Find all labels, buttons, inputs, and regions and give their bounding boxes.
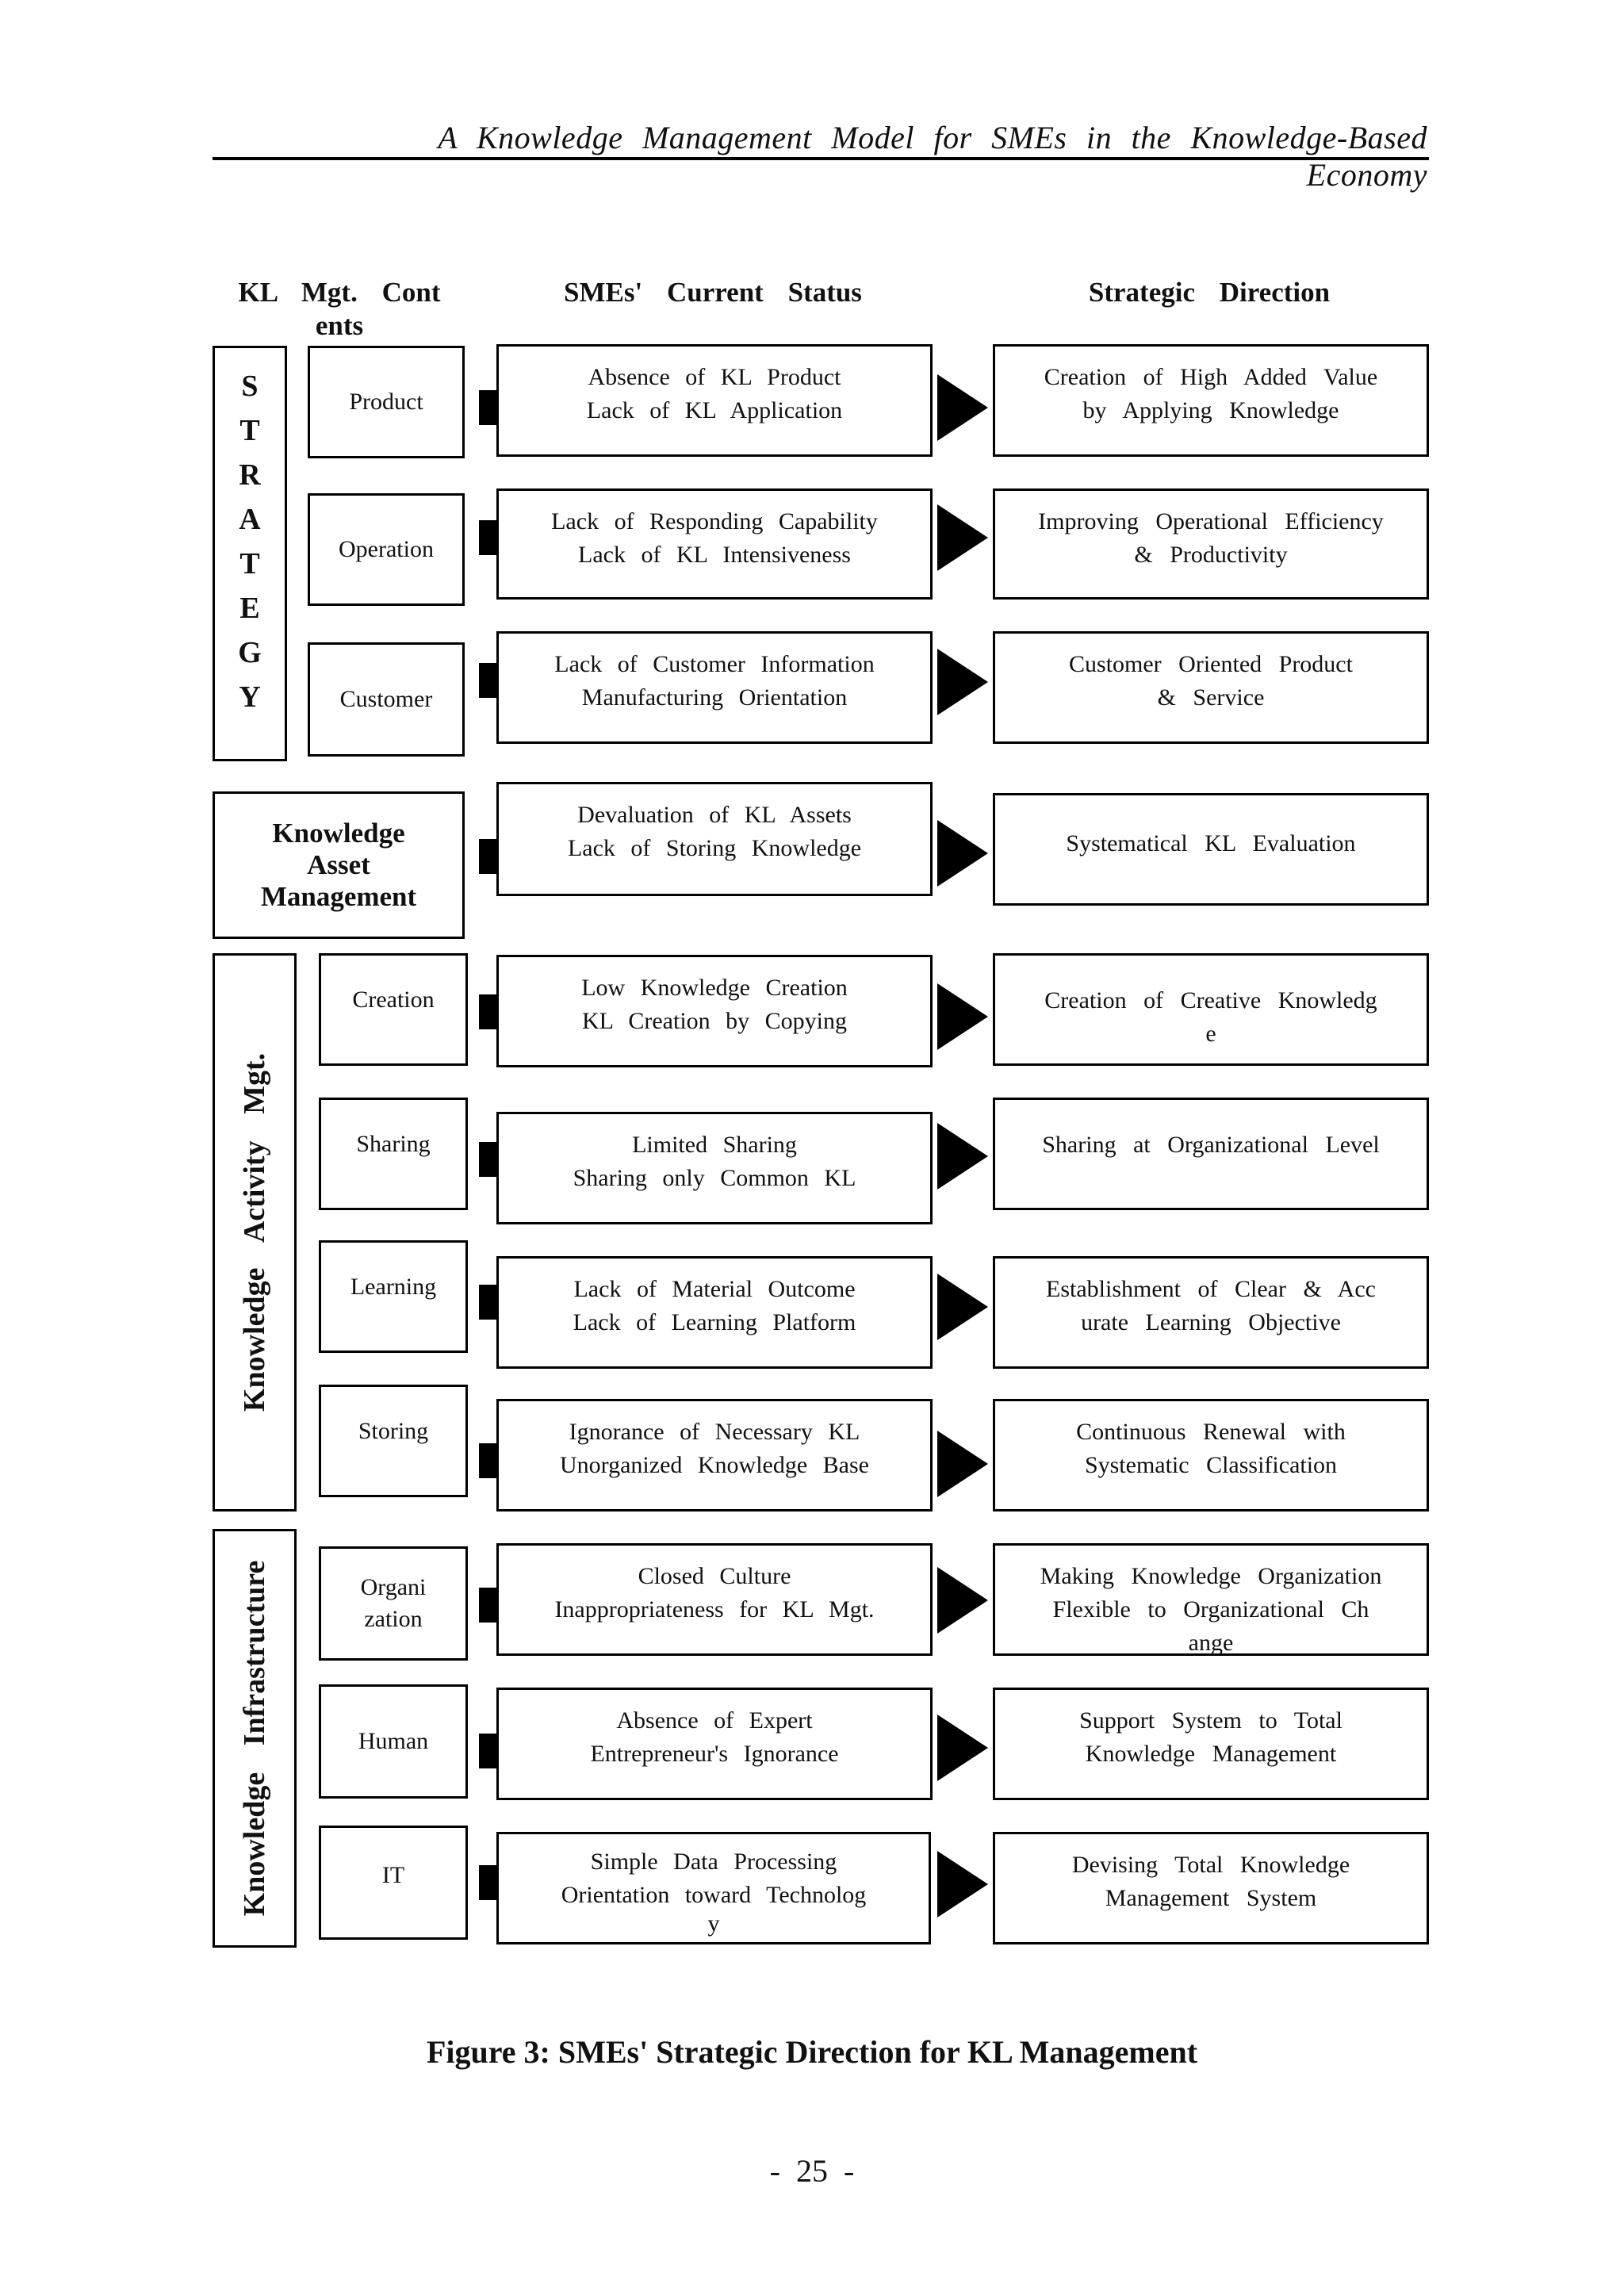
- header-rule: [213, 157, 1429, 160]
- connector-square: [479, 1734, 496, 1768]
- status-box-product: Absence of KL Product Lack of KL Applica…: [496, 344, 933, 457]
- status-box-human: Absence of Expert Entrepreneur's Ignoran…: [496, 1688, 933, 1800]
- content-box-organization: Organi zation: [319, 1546, 468, 1661]
- arrow-right-icon: [937, 820, 988, 887]
- direction-box-asset: Systematical KL Evaluation: [993, 793, 1429, 906]
- page-number: - 25 -: [769, 2153, 855, 2189]
- activity-group-label: Knowledge Activity Mgt.: [238, 1052, 271, 1412]
- direction-box-product: Creation of High Added Value by Applying…: [993, 344, 1429, 457]
- connector-square: [479, 1588, 496, 1623]
- content-box-human: Human: [319, 1684, 468, 1799]
- direction-box-sharing: Sharing at Organizational Level: [993, 1098, 1429, 1210]
- strategy-letters: S T R A T E G Y: [238, 370, 262, 714]
- column-header-status: SMEs' Current Status: [564, 277, 862, 308]
- arrow-right-icon: [937, 1567, 988, 1634]
- direction-box-organization: Making Knowledge Organization Flexible t…: [993, 1543, 1429, 1656]
- arrow-right-icon: [937, 1123, 988, 1190]
- figure-caption: Figure 3: SMEs' Strategic Direction for …: [426, 2034, 1198, 2070]
- connector-square: [479, 839, 496, 874]
- status-box-sharing: Limited Sharing Sharing only Common KL: [496, 1112, 933, 1224]
- content-box-operation: Operation: [308, 493, 465, 606]
- arrow-right-icon: [937, 1274, 988, 1340]
- strategy-group-box: S T R A T E G Y: [213, 346, 287, 761]
- column-header-contents: KL Mgt. Cont ents: [213, 276, 466, 343]
- activity-group-box: Knowledge Activity Mgt.: [213, 953, 297, 1511]
- column-header-direction: Strategic Direction: [1088, 277, 1331, 308]
- connector-square: [479, 1865, 496, 1900]
- direction-box-learning: Establishment of Clear & Acc urate Learn…: [993, 1256, 1429, 1369]
- connector-square: [479, 1142, 496, 1177]
- status-box-creation: Low Knowledge Creation KL Creation by Co…: [496, 955, 933, 1067]
- direction-box-creation: Creation of Creative Knowledg e: [993, 953, 1429, 1066]
- connector-square: [479, 663, 496, 698]
- status-box-organization: Closed Culture Inappropriateness for KL …: [496, 1543, 933, 1656]
- infrastructure-group-box: Knowledge Infrastructure: [213, 1529, 297, 1948]
- content-box-it: IT: [319, 1826, 468, 1940]
- content-box-sharing: Sharing: [319, 1098, 468, 1210]
- running-head: A Knowledge Management Model for SMEs in…: [438, 120, 1427, 193]
- connector-square: [479, 520, 496, 555]
- status-box-it: Simple Data Processing Orientation towar…: [496, 1832, 931, 1944]
- arrow-right-icon: [937, 1431, 988, 1497]
- connector-square: [479, 1285, 496, 1320]
- connector-square: [479, 390, 496, 425]
- direction-box-customer: Customer Oriented Product & Service: [993, 631, 1429, 744]
- content-box-product: Product: [308, 346, 465, 458]
- status-box-operation: Lack of Responding Capability Lack of KL…: [496, 489, 933, 600]
- direction-box-human: Support System to Total Knowledge Manage…: [993, 1688, 1429, 1800]
- arrow-right-icon: [937, 504, 988, 571]
- content-box-creation: Creation: [319, 953, 468, 1066]
- arrow-right-icon: [937, 1715, 988, 1781]
- status-box-storing: Ignorance of Necessary KL Unorganized Kn…: [496, 1399, 933, 1511]
- content-box-storing: Storing: [319, 1385, 468, 1497]
- direction-box-operation: Improving Operational Efficiency & Produ…: [993, 489, 1429, 600]
- arrow-right-icon: [937, 1851, 988, 1918]
- content-box-learning: Learning: [319, 1240, 468, 1353]
- arrow-right-icon: [937, 374, 988, 441]
- status-box-customer: Lack of Customer Information Manufacturi…: [496, 631, 933, 744]
- infrastructure-group-label: Knowledge Infrastructure: [238, 1560, 271, 1917]
- column-header-contents-line2: ents: [315, 310, 364, 341]
- content-box-customer: Customer: [308, 642, 465, 757]
- connector-square: [479, 994, 496, 1029]
- status-box-learning: Lack of Material Outcome Lack of Learnin…: [496, 1256, 933, 1369]
- direction-box-it: Devising Total Knowledge Management Syst…: [993, 1832, 1429, 1944]
- arrow-right-icon: [937, 649, 988, 715]
- status-box-asset: Devaluation of KL Assets Lack of Storing…: [496, 782, 933, 896]
- arrow-right-icon: [937, 983, 988, 1050]
- asset-management-group-box: Knowledge Asset Management: [213, 791, 465, 939]
- column-header-contents-line1: KL Mgt. Cont: [238, 277, 441, 308]
- direction-box-storing: Continuous Renewal with Systematic Class…: [993, 1399, 1429, 1511]
- connector-square: [479, 1443, 496, 1478]
